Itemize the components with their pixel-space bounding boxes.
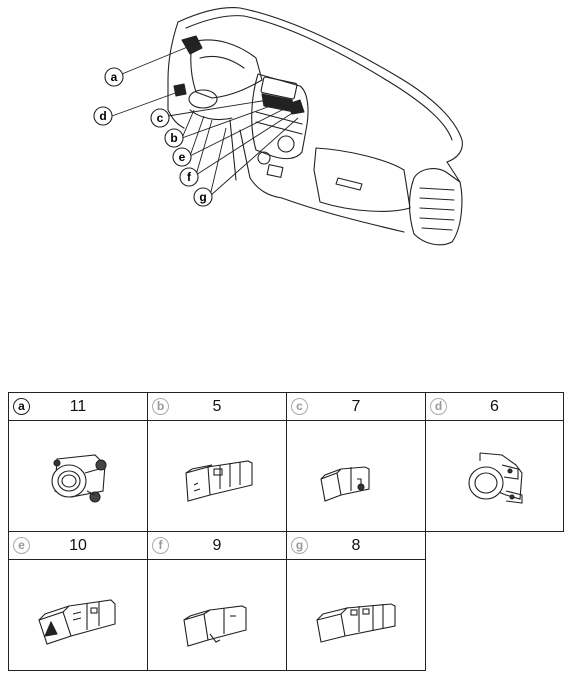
part-cell-header: c 7	[286, 392, 426, 421]
dashboard-left-edge	[167, 21, 185, 129]
part-cell-header: a 11	[8, 392, 148, 421]
part-cell-header: d 6	[425, 392, 564, 421]
switch-round-bracket-icon	[468, 452, 523, 504]
letter-badge: d	[430, 398, 447, 415]
empty-cell	[426, 532, 564, 560]
letter-badge: c	[291, 398, 308, 415]
part-number: 9	[212, 537, 222, 554]
side-vent	[408, 168, 463, 246]
callout-b: b	[164, 128, 184, 148]
parts-table-image-row	[8, 420, 564, 532]
empty-cell	[426, 560, 564, 671]
parts-table-header-row: a 11 b 5 c 7 d 6	[8, 392, 564, 421]
center-console	[251, 73, 309, 160]
switch-block-icon	[183, 605, 247, 647]
letter-badge: f	[152, 537, 169, 554]
callout-g-label: g	[199, 190, 206, 204]
callout-c-label: c	[157, 111, 164, 125]
callout-a: a	[104, 67, 124, 87]
callout-a-label: a	[111, 70, 118, 84]
dashboard-top-edge	[177, 7, 463, 163]
switch-long-body-icon	[185, 460, 253, 502]
part-number: 8	[351, 537, 361, 554]
callout-c: c	[150, 108, 170, 128]
switch-short-block-icon	[320, 466, 370, 502]
callout-g: g	[193, 187, 213, 207]
part-cell-header: f 9	[147, 531, 287, 560]
part-image-cell	[286, 559, 426, 671]
part-cell-header: e 10	[8, 531, 148, 560]
parts-table-header-row: e 10 f 9 g 8	[8, 531, 564, 560]
part-number: 5	[212, 398, 222, 415]
callout-e: e	[172, 147, 192, 167]
part-number: 11	[69, 398, 87, 415]
letter-badge: b	[152, 398, 169, 415]
part-image-cell	[8, 559, 148, 671]
hazard-switch-icon	[38, 599, 116, 645]
part-image-cell	[8, 420, 148, 532]
part-number: 10	[69, 537, 87, 554]
dashboard-diagram: a d c b e f g	[93, 7, 463, 246]
letter-badge: g	[291, 537, 308, 554]
glove-box	[313, 147, 411, 212]
part-image-cell	[286, 420, 426, 532]
callout-e-label: e	[179, 150, 186, 164]
part-image-cell	[147, 420, 287, 532]
part-image-cell	[425, 420, 564, 532]
part-cell-header: b 5	[147, 392, 287, 421]
callout-f: f	[179, 167, 199, 187]
callout-f-label: f	[187, 170, 192, 184]
letter-badge: e	[13, 537, 30, 554]
parts-table-image-row	[8, 559, 564, 671]
dashboard-top-inner	[185, 15, 453, 141]
part-number: 7	[351, 398, 361, 415]
callout-d-label: d	[99, 109, 106, 123]
switch-round-flange-icon	[51, 454, 107, 503]
parts-table: a 11 b 5 c 7 d 6	[8, 392, 564, 671]
part-cell-header: g 8	[286, 531, 426, 560]
callout-d: d	[93, 106, 113, 126]
part-image-cell	[147, 559, 287, 671]
letter-badge: a	[13, 398, 30, 415]
switch-long-block-icon	[316, 603, 396, 643]
part-number: 6	[490, 398, 499, 415]
cluster-hood	[190, 39, 263, 99]
callout-b-label: b	[170, 131, 177, 145]
